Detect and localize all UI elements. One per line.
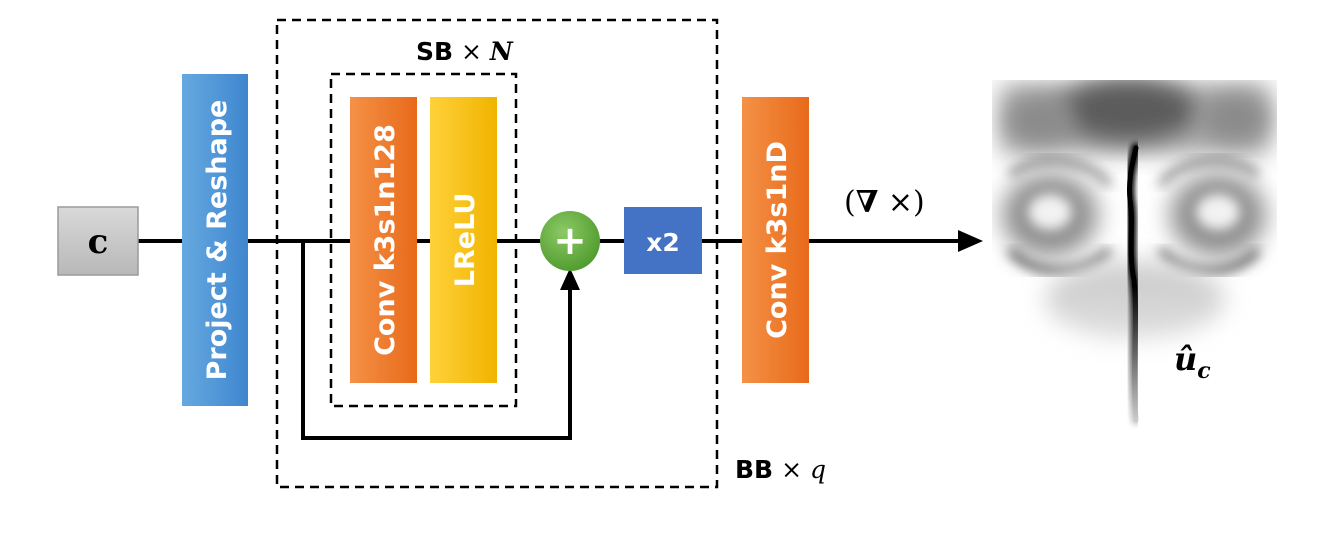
project-reshape-block: Project & Reshape [182,74,248,406]
output-arrowhead [958,230,983,252]
sum-symbol: + [553,218,587,264]
upsample-label: x2 [646,228,680,257]
bb-block-boundary [275,18,719,489]
sum-node: + [540,211,600,271]
sb-repeat-label: SB × N [416,37,514,66]
input-node: c [57,206,139,276]
upsample-block: x2 [624,207,702,274]
lrelu-block: LReLU [430,97,497,383]
project-reshape-label: Project & Reshape [202,100,233,381]
conv-output-block: Conv k3s1nD [742,97,809,383]
curl-operator-label: (∇ ×) [844,185,925,220]
skip-connection-line [301,241,572,440]
conv-block: Conv k3s1n128 [350,97,417,383]
skip-arrowhead [560,268,580,290]
conv-block-label: Conv k3s1n128 [370,124,401,356]
lrelu-block-label: LReLU [450,193,481,287]
conv-output-label: Conv k3s1nD [762,141,793,339]
input-label: c [88,222,109,262]
velocity-field-image [992,80,1277,455]
output-field-label: ûc [1174,340,1211,384]
bb-repeat-label: BB × q [735,455,826,484]
